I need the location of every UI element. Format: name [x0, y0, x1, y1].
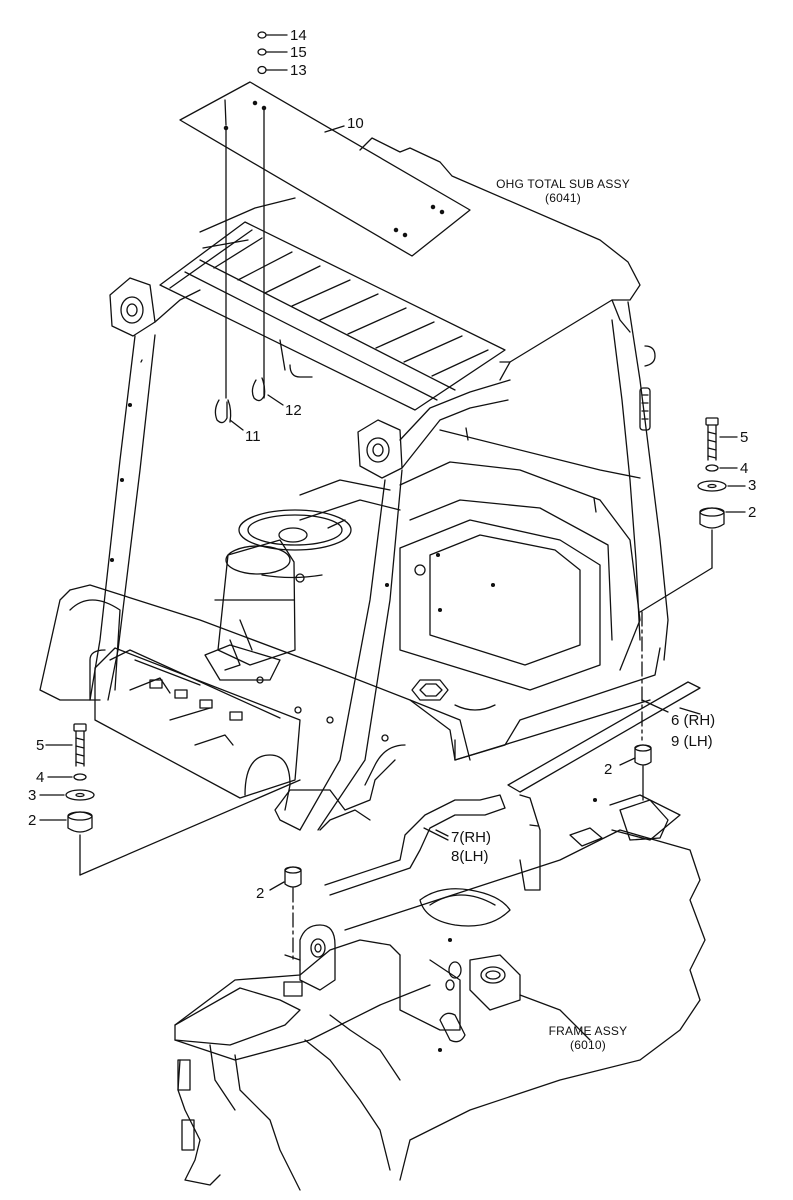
frame-assy-label: FRAME ASSY (6010) [528, 1024, 648, 1052]
callout-11: 11 [245, 428, 261, 445]
callout-14: 14 [290, 27, 307, 44]
frame-assy-code: (6010) [570, 1038, 606, 1052]
hardware-stack-right [639, 417, 746, 613]
hardware-stack-left [39, 723, 301, 876]
front-post-with-light [299, 379, 511, 831]
frame-assembly [174, 794, 706, 1191]
frame-assy-name: FRAME ASSY [548, 1024, 628, 1038]
hooks [214, 377, 284, 431]
plate-10 [179, 81, 471, 399]
ohg-roof [199, 137, 641, 381]
side-strips [324, 681, 701, 896]
front-cowl [39, 584, 661, 831]
callout-10: 10 [347, 115, 364, 132]
callout-4-right: 4 [740, 460, 749, 477]
mount-bottom [269, 866, 302, 961]
callout-4-left: 4 [36, 769, 45, 786]
mount-mid-right [619, 744, 652, 801]
rear-left-post [89, 277, 201, 701]
ohg-assy-label: OHG TOTAL SUB ASSY (6041) [483, 177, 643, 205]
callout-8-lh: 8(LH) [451, 848, 489, 865]
rear-right-post [611, 301, 669, 661]
callout-2-bottom: 2 [256, 885, 265, 902]
callout-6-rh: 6 (RH) [671, 712, 716, 729]
callout-2-right: 2 [748, 504, 757, 521]
callout-3-right: 3 [748, 477, 757, 494]
callout-5-left: 5 [36, 737, 45, 754]
callout-9-lh: 9 (LH) [671, 733, 713, 750]
callout-7-rh: 7(RH) [451, 829, 491, 846]
callout-2-mid-right: 2 [604, 761, 613, 778]
callout-3-left: 3 [28, 787, 37, 804]
ohg-assy-name: OHG TOTAL SUB ASSY [496, 177, 630, 191]
truck-body [299, 427, 641, 711]
callout-2-left: 2 [28, 812, 37, 829]
steering-column [204, 509, 352, 681]
callout-12: 12 [285, 402, 302, 419]
ohg-grid [159, 221, 506, 411]
callout-13: 13 [290, 62, 307, 79]
hardware-stack-top [257, 31, 288, 75]
leader-lines [435, 699, 669, 837]
callout-5-right: 5 [740, 429, 749, 446]
callout-15: 15 [290, 44, 307, 61]
ohg-assy-code: (6041) [545, 191, 581, 205]
